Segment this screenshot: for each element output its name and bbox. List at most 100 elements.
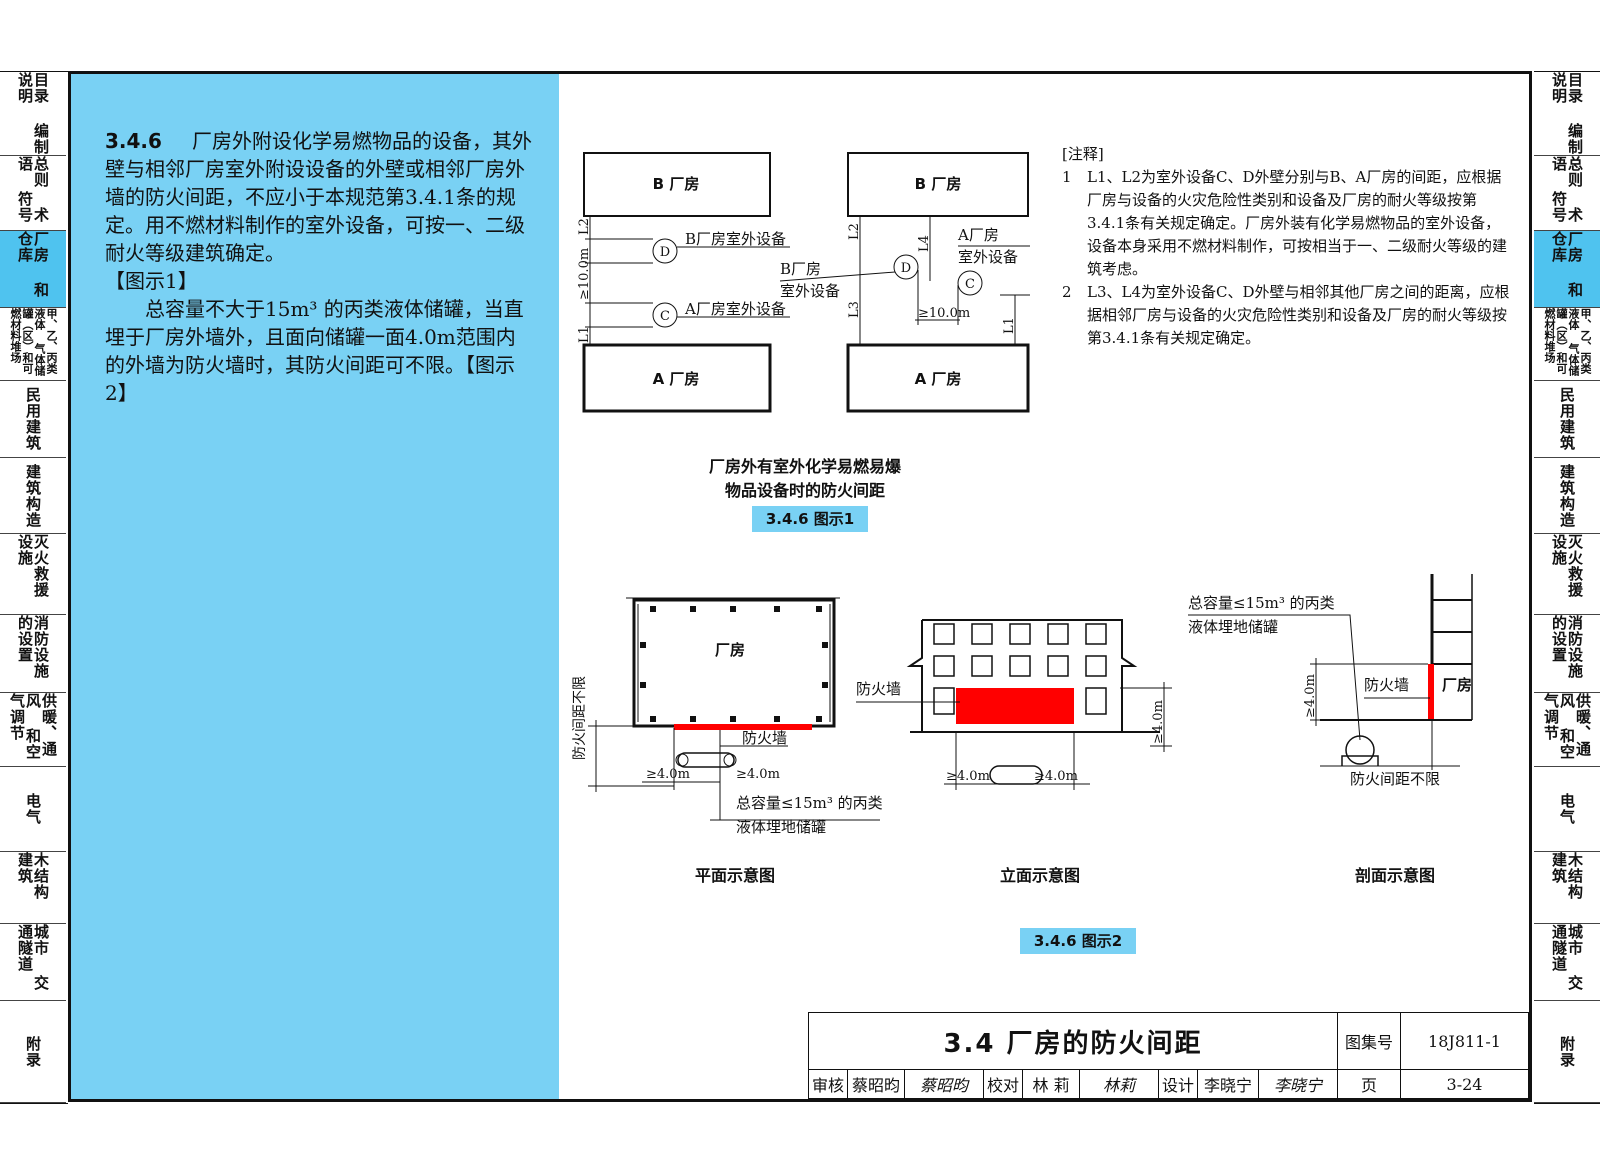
building-b-left [583, 152, 771, 217]
sidebar-tab[interactable]: 电气 [1534, 767, 1600, 852]
building-b-right [847, 152, 1029, 217]
paragraph-2: 总容量不大于15m³ 的丙类液体储罐，当直埋于厂房外墙外，且面向储罐一面4.0m… [105, 297, 524, 377]
plan-firewall-label: 防火墙 [742, 729, 787, 747]
sidebar-tab[interactable]: 消防设施 的设置 [0, 615, 66, 693]
sidebar-tab[interactable]: 总则 术语 符号 [1534, 156, 1600, 231]
sidebar-tab-label: 城市 交通隧道 [16, 924, 50, 991]
sidebar-tab[interactable]: 建筑构造 [1534, 458, 1600, 534]
sect-tank-label-1: 总容量≤15m³ 的丙类 [1188, 594, 1335, 612]
sidebar-tab[interactable]: 厂房 和仓库 [1534, 231, 1600, 308]
sidebar-tab-label: 附录 [24, 1035, 42, 1068]
sidebar-tab[interactable]: 木结构 建筑 [1534, 852, 1600, 924]
b-eq-right-label-1: B厂房 [780, 260, 821, 278]
sidebar-tab[interactable]: 目录 编制说明 [1534, 72, 1600, 156]
a-eq-right-label-2: 室外设备 [958, 248, 1018, 266]
sidebar-tab-label: 民用建筑 [24, 387, 42, 451]
building-a-left [582, 343, 772, 413]
sidebar-tab-label: 民用建筑 [1558, 387, 1576, 451]
plan-dim-4m-left: ≥4.0m [646, 767, 690, 782]
figure2-reference: 【图示2】 [105, 353, 515, 405]
text-panel-background [71, 74, 559, 1099]
sidebar-tab[interactable]: 供暖、通风 和空气调节 [0, 693, 66, 767]
designer-name: 李晓宁 [1197, 1069, 1259, 1099]
note-number: 2 [1062, 283, 1072, 301]
sidebar-tab[interactable]: 民用建筑 [1534, 381, 1600, 458]
dim-l4-right: L4 [917, 235, 932, 252]
caption-elevation: 立面示意图 [999, 866, 1080, 885]
notes-block: [注释] 1 L1、L2为室外设备C、D外壁分别与B、A厂房的间距，应根据厂房与… [1062, 143, 1512, 350]
sidebar-tab[interactable]: 总则 术语 符号 [0, 156, 66, 231]
elevation-firewall-red [956, 688, 1074, 724]
sidebar-tab[interactable]: 甲、乙、丙类液体 气体储罐（区）和可燃材料堆场 [1534, 308, 1600, 381]
building-a-label: A 厂房 [653, 370, 700, 388]
sidebar-tab[interactable]: 木结构 建筑 [0, 852, 66, 924]
section-firewall-red [1428, 664, 1434, 720]
sidebar-tab-label: 灭火救援 设施 [16, 534, 50, 598]
b-eq-right-label-2: 室外设备 [780, 282, 840, 300]
plan-nolimit-label: 防火间距不限 [572, 676, 588, 760]
figure1-reference: 【图示1】 [105, 269, 198, 293]
sect-firewall-label: 防火墙 [1364, 676, 1409, 694]
elev-dim-4m-right: ≥4.0m [1034, 769, 1078, 784]
sidebar-tab[interactable]: 城市 交通隧道 [1534, 924, 1600, 1001]
section-view: 总容量≤15m³ 的丙类 液体埋地储罐 防火墙 厂房 ≥4.0m 防火间距不限 [1188, 574, 1473, 788]
sidebar-tab[interactable]: 电气 [0, 767, 66, 852]
figure1-caption-line2: 物品设备时的防火间距 [724, 481, 885, 500]
sidebar-tab-label: 厂房 和仓库 [1550, 231, 1584, 298]
plan-tank-label-2: 液体埋地储罐 [736, 818, 826, 836]
dim-10m-right: ≥10.0m [918, 306, 970, 321]
sidebar-tab[interactable]: 附录 [0, 1001, 66, 1103]
sect-tank-label-2: 液体埋地储罐 [1188, 618, 1278, 636]
sidebar-tab[interactable]: 灭火救援 设施 [0, 534, 66, 615]
sidebar-left: 目录 编制说明总则 术语 符号厂房 和仓库甲、乙、丙类液体 气体储罐（区）和可燃… [0, 71, 68, 1104]
sidebar-tab-label: 厂房 和仓库 [16, 231, 50, 298]
sidebar-tab-label: 目录 编制说明 [1550, 72, 1584, 155]
page-number: 3-24 [1400, 1069, 1529, 1099]
sidebar-tab[interactable]: 供暖、通风 和空气调节 [1534, 693, 1600, 767]
sidebar-tab[interactable]: 灭火救援 设施 [1534, 534, 1600, 615]
equipment-c-label: C [660, 309, 670, 324]
sidebar-tab-label: 目录 编制说明 [16, 72, 50, 155]
sidebar-tab[interactable]: 目录 编制说明 [0, 72, 66, 156]
equipment-d-label: D [660, 245, 670, 260]
elevation-firewall-label: 防火墙 [856, 680, 901, 698]
sidebar-tab-label: 总则 术语 符号 [16, 156, 50, 223]
dim-l2-left: L2 [577, 218, 592, 235]
plan-factory-label: 厂房 [715, 641, 745, 659]
sidebar-tab-label: 供暖、通风 和空气调节 [8, 693, 58, 760]
dim-10m-left: ≥10.0m [577, 248, 592, 300]
reviewer-name: 蔡昭昀 [847, 1069, 905, 1099]
dim-l2-right: L2 [847, 223, 862, 240]
sidebar-tab-label: 城市 交通隧道 [1550, 924, 1584, 991]
note-item: 2 L3、L4为室外设备C、D外壁与相邻其他厂房之间的距离，应根据相邻厂房与设备… [1062, 281, 1512, 350]
sidebar-tab[interactable]: 消防设施 的设置 [1534, 615, 1600, 693]
sidebar-tab[interactable]: 甲、乙、丙类液体 气体储罐（区）和可燃材料堆场 [0, 308, 66, 381]
a-eq-right-label-1: A厂房 [957, 226, 999, 244]
building-a-right [846, 343, 1030, 413]
equipment-d-circle [652, 238, 678, 264]
equipment-d-right-label: D [901, 261, 911, 276]
sidebar-tab[interactable]: 城市 交通隧道 [0, 924, 66, 1001]
checker-name: 林 莉 [1022, 1069, 1080, 1099]
page-label: 页 [1337, 1069, 1401, 1099]
building-b-label: B 厂房 [653, 175, 700, 193]
figure1-caption-line1: 厂房外有室外化学易燃易爆 [708, 457, 901, 476]
sidebar-tab-label: 灭火救援 设施 [1550, 534, 1584, 598]
section-number: 3.4.6 [105, 129, 162, 153]
sidebar-tab[interactable]: 附录 [1534, 1001, 1600, 1103]
checker-signature: 林莉 [1079, 1069, 1159, 1099]
caption-plan: 平面示意图 [694, 866, 775, 885]
sidebar-tab-label: 木结构 建筑 [16, 852, 50, 900]
sidebar-tab-label: 木结构 建筑 [1550, 852, 1584, 900]
plan-view: 厂房 防火墙 防火间距不限 ≥4.0m ≥4.0m 总容量≤15m³ 的丙类 液… [572, 597, 883, 836]
sidebar-tab[interactable]: 厂房 和仓库 [0, 231, 66, 308]
sidebar-tab-label: 总则 术语 符号 [1550, 156, 1584, 223]
sidebar-tab[interactable]: 民用建筑 [0, 381, 66, 458]
dim-l3-right: L3 [847, 301, 862, 318]
sidebar-tab-label: 电气 [1558, 793, 1576, 825]
title-block: 3.4 厂房的防火间距 图集号 18J811-1 审核 蔡昭昀 蔡昭昀 校对 林… [808, 1012, 1532, 1102]
sidebar-tab[interactable]: 建筑构造 [0, 458, 66, 534]
design-label: 设计 [1158, 1069, 1198, 1099]
reviewer-signature: 蔡昭昀 [904, 1069, 984, 1099]
